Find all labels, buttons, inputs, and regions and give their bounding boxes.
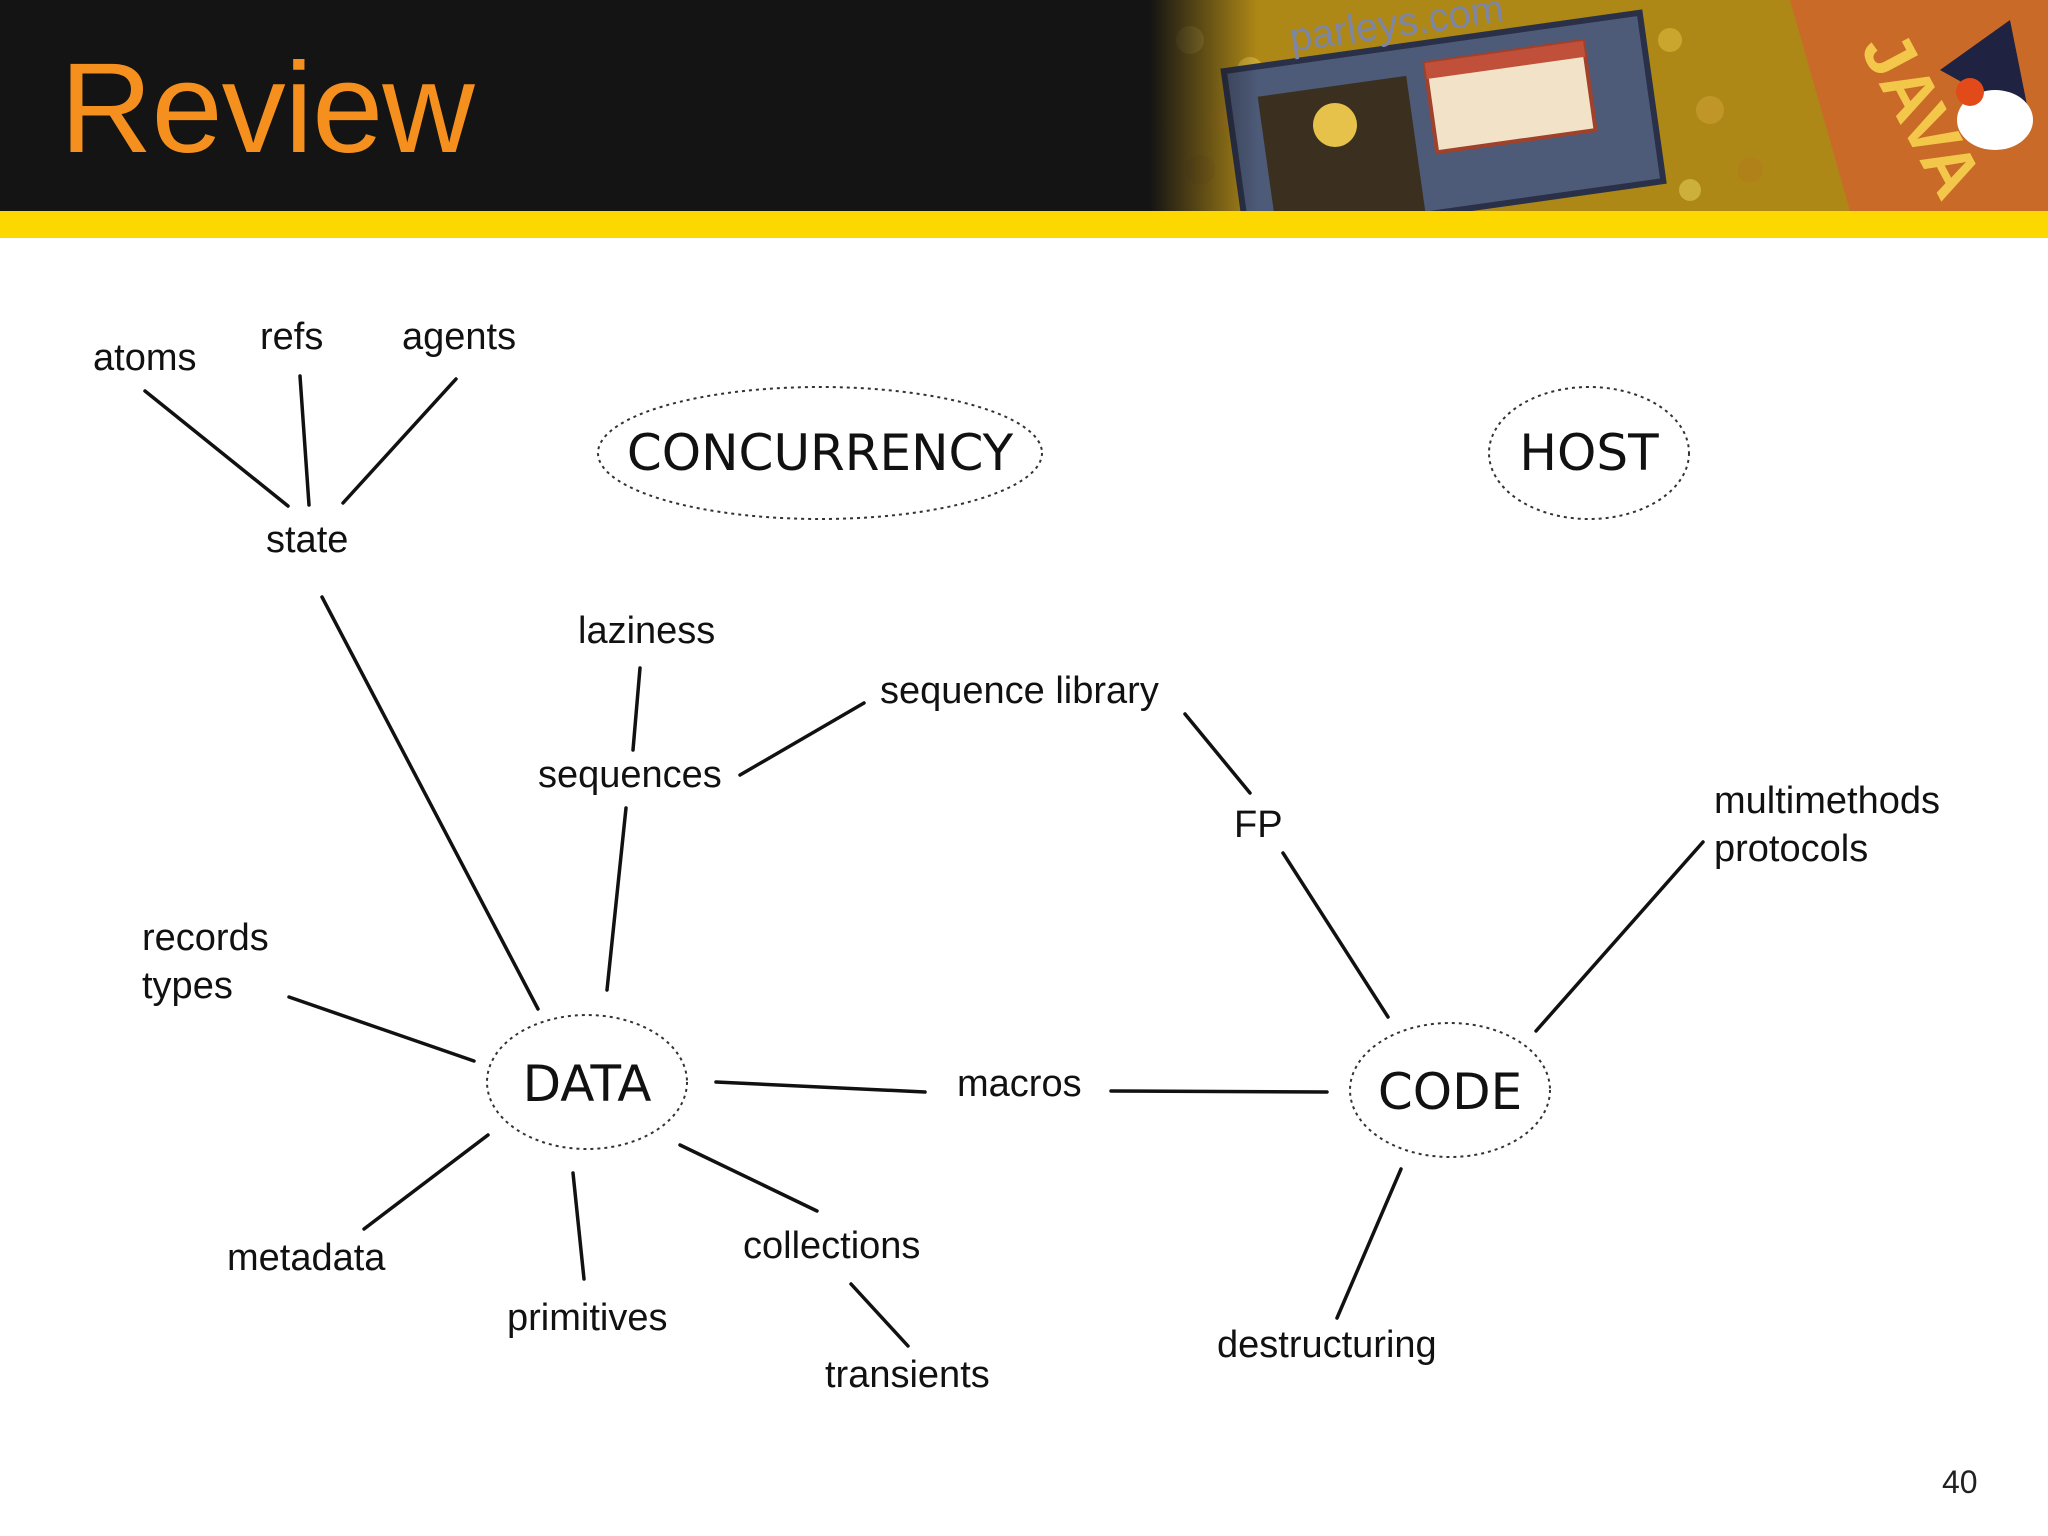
- edge-refs-state: [298, 374, 311, 507]
- sequence-library-label: sequence library: [880, 670, 1159, 712]
- page-number: 40: [1942, 1464, 1978, 1500]
- concurrency-hub-label: CONCURRENCY: [626, 424, 1014, 482]
- collections-label: collections: [743, 1225, 921, 1267]
- types-label: types: [142, 965, 233, 1007]
- multimethods-label: multimethods: [1714, 780, 1940, 822]
- transients-label: transients: [825, 1354, 990, 1396]
- parleys-header-artwork: parleys.com JAVA: [1150, 0, 2048, 211]
- edge-code-destructuring: [1335, 1167, 1403, 1320]
- agents-label: agents: [402, 316, 517, 358]
- edge-collections-transients: [849, 1282, 910, 1348]
- atoms-label: atoms: [93, 337, 197, 379]
- code-hub-label: CODE: [1377, 1063, 1523, 1121]
- state-label: state: [266, 519, 349, 561]
- edge-fp-code: [1281, 851, 1390, 1019]
- protocols-label: protocols: [1714, 828, 1869, 870]
- header-accent-stripe: [0, 211, 2048, 238]
- records-label: records: [142, 917, 269, 959]
- concurrency-hub-ellipse: [597, 386, 1043, 520]
- host-hub-label: HOST: [1519, 424, 1659, 482]
- edge-data-metadata: [362, 1133, 490, 1231]
- sequences-label: sequences: [538, 754, 722, 796]
- destructuring-label: destructuring: [1217, 1324, 1437, 1366]
- edge-macros-code: [1109, 1089, 1329, 1094]
- edge-agents-state: [341, 377, 458, 505]
- edge-sequences-seqlib: [738, 701, 866, 777]
- refs-label: refs: [260, 316, 324, 358]
- edge-state-data: [320, 595, 540, 1011]
- edge-atoms-state: [143, 389, 290, 508]
- edge-sequences-data: [605, 806, 628, 992]
- edge-multimethods-code: [1534, 840, 1705, 1033]
- metadata-label: metadata: [227, 1237, 386, 1279]
- edge-seqlib-fp: [1183, 712, 1252, 795]
- edge-data-collections: [678, 1143, 819, 1213]
- fp-label: FP: [1234, 804, 1283, 846]
- host-hub-ellipse: [1488, 386, 1690, 520]
- data-hub-ellipse: [486, 1014, 688, 1150]
- edge-records-data: [287, 995, 476, 1063]
- edge-data-primitives: [571, 1171, 586, 1281]
- data-hub-label: DATA: [522, 1055, 652, 1113]
- slide-header: parleys.com JAVA Review: [0, 0, 2048, 211]
- edge-data-macros: [714, 1080, 927, 1094]
- primitives-label: primitives: [507, 1297, 668, 1339]
- code-hub-ellipse: [1349, 1022, 1551, 1158]
- slide-title: Review: [60, 37, 475, 180]
- macros-label: macros: [957, 1063, 1082, 1105]
- laziness-label: laziness: [578, 610, 716, 652]
- edge-laziness-sequences: [631, 666, 642, 752]
